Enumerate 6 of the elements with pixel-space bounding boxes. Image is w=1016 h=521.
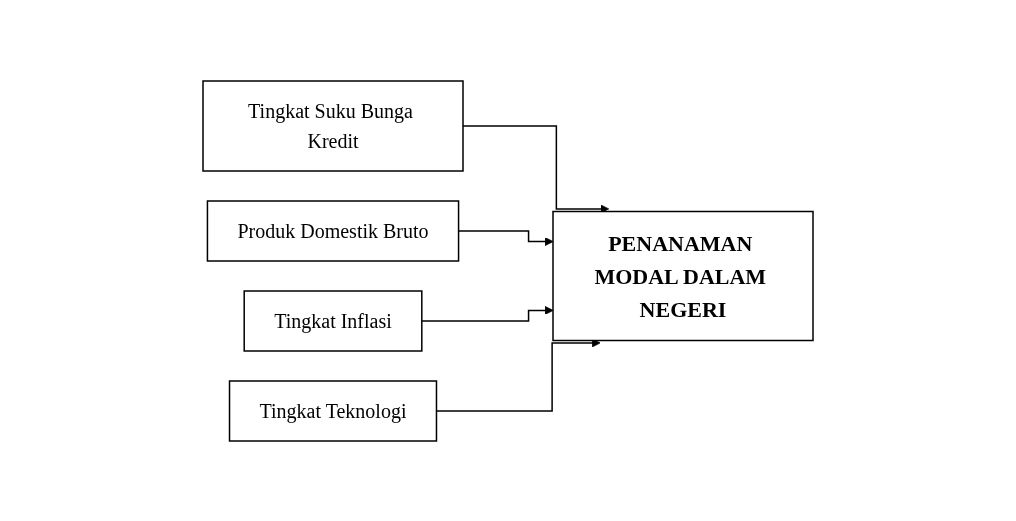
node-box: Produk Domestik Bruto xyxy=(206,199,460,262)
node-box: PENANAMAN MODAL DALAM NEGERI xyxy=(552,210,814,341)
arrow xyxy=(421,305,554,322)
node-box: Tingkat Inflasi xyxy=(243,289,423,352)
node-box: Tingkat Suku Bunga Kredit xyxy=(202,79,464,172)
node-box: Tingkat Teknologi xyxy=(228,379,438,442)
